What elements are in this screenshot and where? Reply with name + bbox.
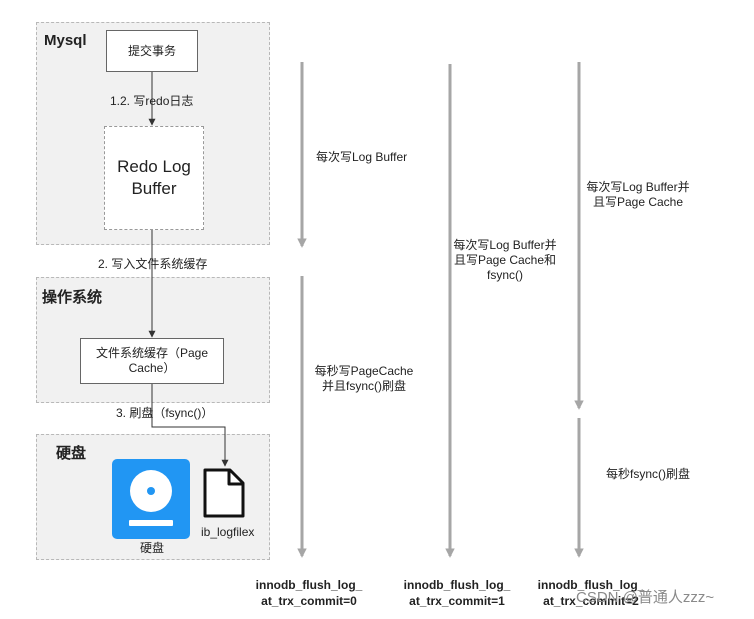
watermark-text: CSDN @普通人zzz~ — [576, 589, 715, 606]
col1-text-2: 且写Page Cache和 — [453, 253, 557, 267]
os-title: 操作系统 — [42, 289, 103, 306]
redo-log-buffer-label: Redo Log Buffer — [117, 157, 191, 198]
step3-label: 3. 刷盘（fsync()） — [116, 406, 214, 420]
col2-caption-2: at_trx_commit=2 — [543, 594, 639, 608]
col1-caption-2: at_trx_commit=1 — [409, 594, 505, 608]
col1-text-3: fsync() — [487, 268, 523, 282]
step2-label: 2. 写入文件系统缓存 — [98, 257, 208, 271]
col2-bottom-text: 每秒fsync()刷盘 — [606, 467, 691, 481]
col2-caption-1: innodb_flush_log_ — [537, 578, 645, 592]
col1-text-1: 每次写Log Buffer并 — [453, 238, 557, 252]
ib-logfile-label: ib_logfilex — [201, 525, 255, 539]
col0-caption-2: at_trx_commit=0 — [261, 594, 357, 608]
page-cache-label: 文件系统缓存（Page Cache） — [95, 346, 209, 375]
disk-title: 硬盘 — [56, 445, 87, 462]
col0-bottom-text-2: 并且fsync()刷盘 — [321, 379, 406, 393]
redo-log-buffer-box: Redo Log Buffer — [104, 126, 204, 230]
arrow-cache-to-file — [151, 384, 229, 467]
col0-caption-1: innodb_flush_log_ — [255, 578, 363, 592]
hard-disk-label: 硬盘 — [139, 541, 164, 555]
mysql-title: Mysql — [44, 32, 87, 49]
col0-top-text: 每次写Log Buffer — [316, 150, 408, 164]
col1-caption-1: innodb_flush_log_ — [403, 578, 511, 592]
hard-disk-icon — [112, 459, 190, 539]
commit-transaction-label: 提交事务 — [127, 43, 176, 58]
commit-transaction-box: 提交事务 — [106, 30, 198, 72]
page-cache-box: 文件系统缓存（Page Cache） — [80, 338, 224, 384]
col2-top-text-2: 且写Page Cache — [592, 195, 684, 209]
file-icon — [203, 468, 245, 518]
col0-bottom-text-1: 每秒写PageCache — [314, 364, 414, 378]
col2-top-text-1: 每次写Log Buffer并 — [586, 180, 690, 194]
